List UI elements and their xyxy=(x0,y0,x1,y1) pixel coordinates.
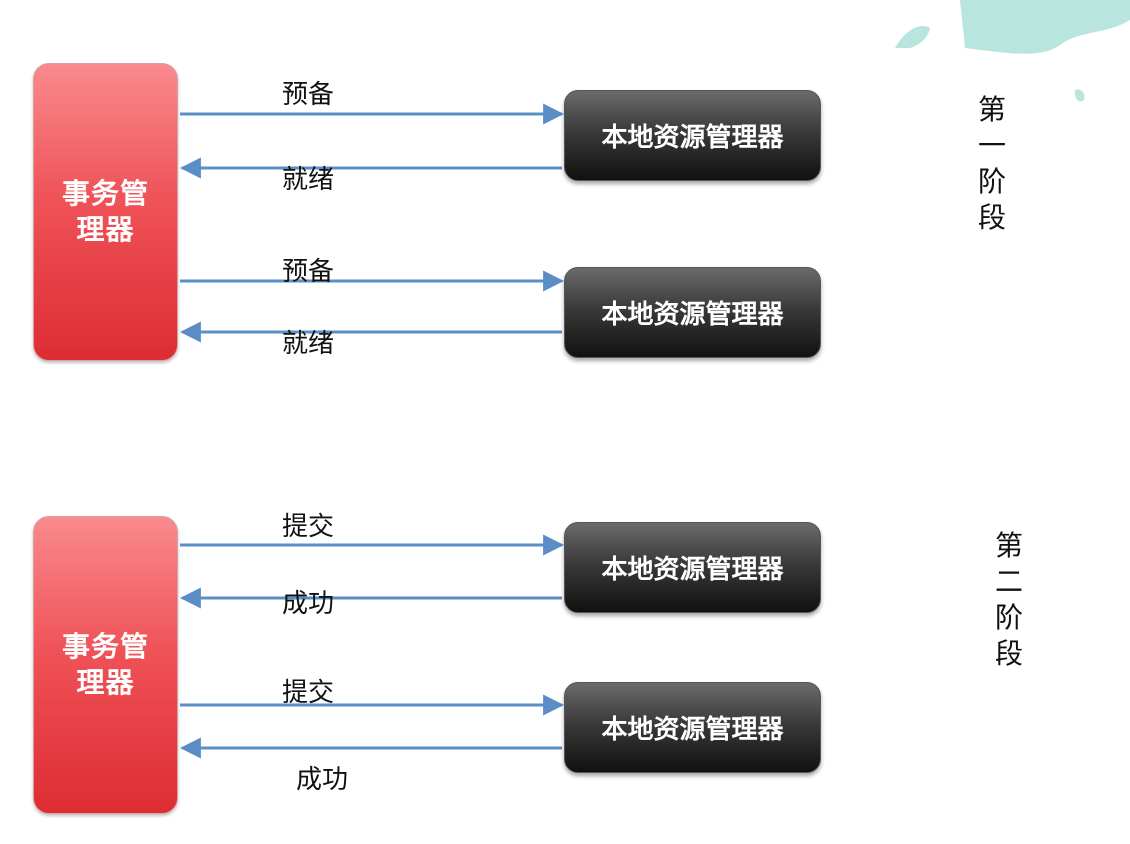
message-commit-2: 提交 xyxy=(282,678,335,708)
message-prepare-1: 预备 xyxy=(282,80,335,110)
message-commit-1: 提交 xyxy=(282,512,335,542)
brush-dot xyxy=(1074,89,1085,102)
transaction-manager-phase1: 事务管理器 xyxy=(33,63,178,361)
resource-manager-label: 本地资源管理器 xyxy=(601,555,784,585)
message-prepare-2: 预备 xyxy=(282,257,335,287)
resource-manager-label: 本地资源管理器 xyxy=(601,715,784,745)
transaction-manager-label: 事务管理器 xyxy=(61,630,149,699)
resource-manager-phase1-1: 本地资源管理器 xyxy=(564,90,821,181)
resource-manager-phase1-2: 本地资源管理器 xyxy=(564,267,821,358)
message-ready-2: 就绪 xyxy=(282,329,335,359)
resource-manager-label: 本地资源管理器 xyxy=(601,123,784,153)
brush-stroke xyxy=(960,0,1130,54)
message-success-2: 成功 xyxy=(296,765,349,795)
transaction-manager-phase2: 事务管理器 xyxy=(33,516,178,814)
phase1-label: 第一阶段 xyxy=(977,93,1006,234)
resource-manager-label: 本地资源管理器 xyxy=(601,300,784,330)
message-ready-1: 就绪 xyxy=(282,165,335,195)
message-success-1: 成功 xyxy=(282,589,335,619)
phase2-label: 第二阶段 xyxy=(994,529,1023,670)
decorative-brush-shape xyxy=(895,0,1130,102)
transaction-manager-label: 事务管理器 xyxy=(61,177,149,246)
resource-manager-phase2-1: 本地资源管理器 xyxy=(564,522,821,613)
resource-manager-phase2-2: 本地资源管理器 xyxy=(564,682,821,773)
brush-stroke-small xyxy=(895,26,930,48)
